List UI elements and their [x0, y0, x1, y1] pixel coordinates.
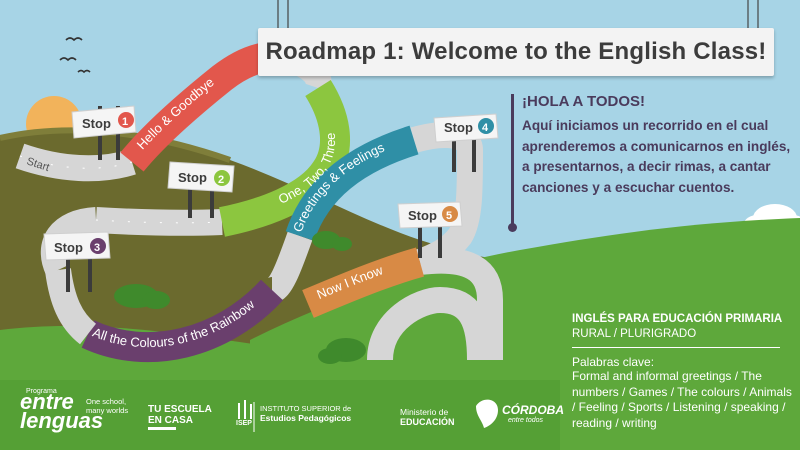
- svg-text:Stop: Stop: [408, 208, 437, 223]
- course-info: INGLÉS PARA EDUCACIÓN PRIMARIA RURAL / P…: [572, 312, 792, 431]
- course-modality: RURAL / PLURIGRADO: [572, 328, 697, 340]
- page-title: Roadmap 1: Welcome to the English Class!: [265, 38, 767, 65]
- banner-strings: [277, 0, 759, 30]
- stop-4: Stop 4: [433, 113, 499, 172]
- logo-instituto-1: INSTITUTO SUPERIOR de: [260, 404, 352, 413]
- birds: [59, 37, 91, 74]
- intro-dot: [508, 223, 517, 232]
- intro-heading: ¡HOLA A TODOS!: [522, 93, 646, 110]
- logo-tagline-1: One school,: [86, 397, 127, 406]
- segment-greetings-feelings: [285, 125, 419, 242]
- info-divider: [572, 347, 780, 348]
- intro-bar: [511, 94, 514, 230]
- svg-text:Stop: Stop: [444, 120, 473, 135]
- stop-5: Stop 5: [397, 201, 463, 258]
- logo-ministerio-1: Ministerio de: [400, 407, 449, 417]
- logo-tagline-2: many worlds: [86, 406, 129, 415]
- svg-text:5: 5: [446, 210, 452, 222]
- svg-text:2: 2: [218, 174, 224, 186]
- cordoba-icon: [476, 399, 498, 428]
- logo-programa: Programa: [26, 388, 57, 395]
- logo-cordoba: CÓRDOBA: [502, 403, 564, 417]
- segment-one-two-three: [218, 80, 350, 237]
- logo-escuela-2: EN CASA: [148, 415, 194, 426]
- svg-text:Stop: Stop: [82, 116, 111, 131]
- isep-icon: [238, 400, 252, 419]
- title-banner: Roadmap 1: Welcome to the English Class!: [258, 28, 774, 76]
- stop-2: Stop 2: [167, 161, 235, 218]
- stop-1: Stop 1: [71, 105, 137, 160]
- intro-text-block: ¡HOLA A TODOS! Aquí iniciamos un recorri…: [522, 93, 792, 198]
- logo-entre: entre: [20, 389, 74, 414]
- svg-text:1: 1: [122, 116, 128, 128]
- svg-text:Stop: Stop: [54, 240, 83, 255]
- bush: [114, 231, 366, 364]
- logo-escuela-1: TU ESCUELA: [148, 404, 212, 415]
- keywords-title: Palabras clave:: [572, 355, 655, 369]
- logo-instituto-2: Estudios Pedagógicos: [260, 413, 352, 423]
- logo-lenguas: lenguas: [20, 408, 104, 433]
- svg-text:4: 4: [482, 122, 489, 134]
- segment-now-i-know: [302, 247, 425, 318]
- course-level: INGLÉS PARA EDUCACIÓN PRIMARIA: [572, 313, 783, 325]
- logo-ministerio-2: EDUCACIÓN: [400, 417, 455, 427]
- intro-body: Aquí iniciamos un recorrido en el cual a…: [522, 118, 791, 195]
- keywords-list: Formal and informal greetings / The numb…: [572, 369, 792, 430]
- logo-isep: ISEP: [236, 420, 252, 427]
- segment-rainbow: [81, 279, 284, 363]
- svg-text:Stop: Stop: [178, 170, 207, 185]
- stop-3: Stop 3: [43, 231, 111, 292]
- svg-text:3: 3: [94, 242, 100, 254]
- logo-cordoba-sub: entre todos: [508, 417, 544, 424]
